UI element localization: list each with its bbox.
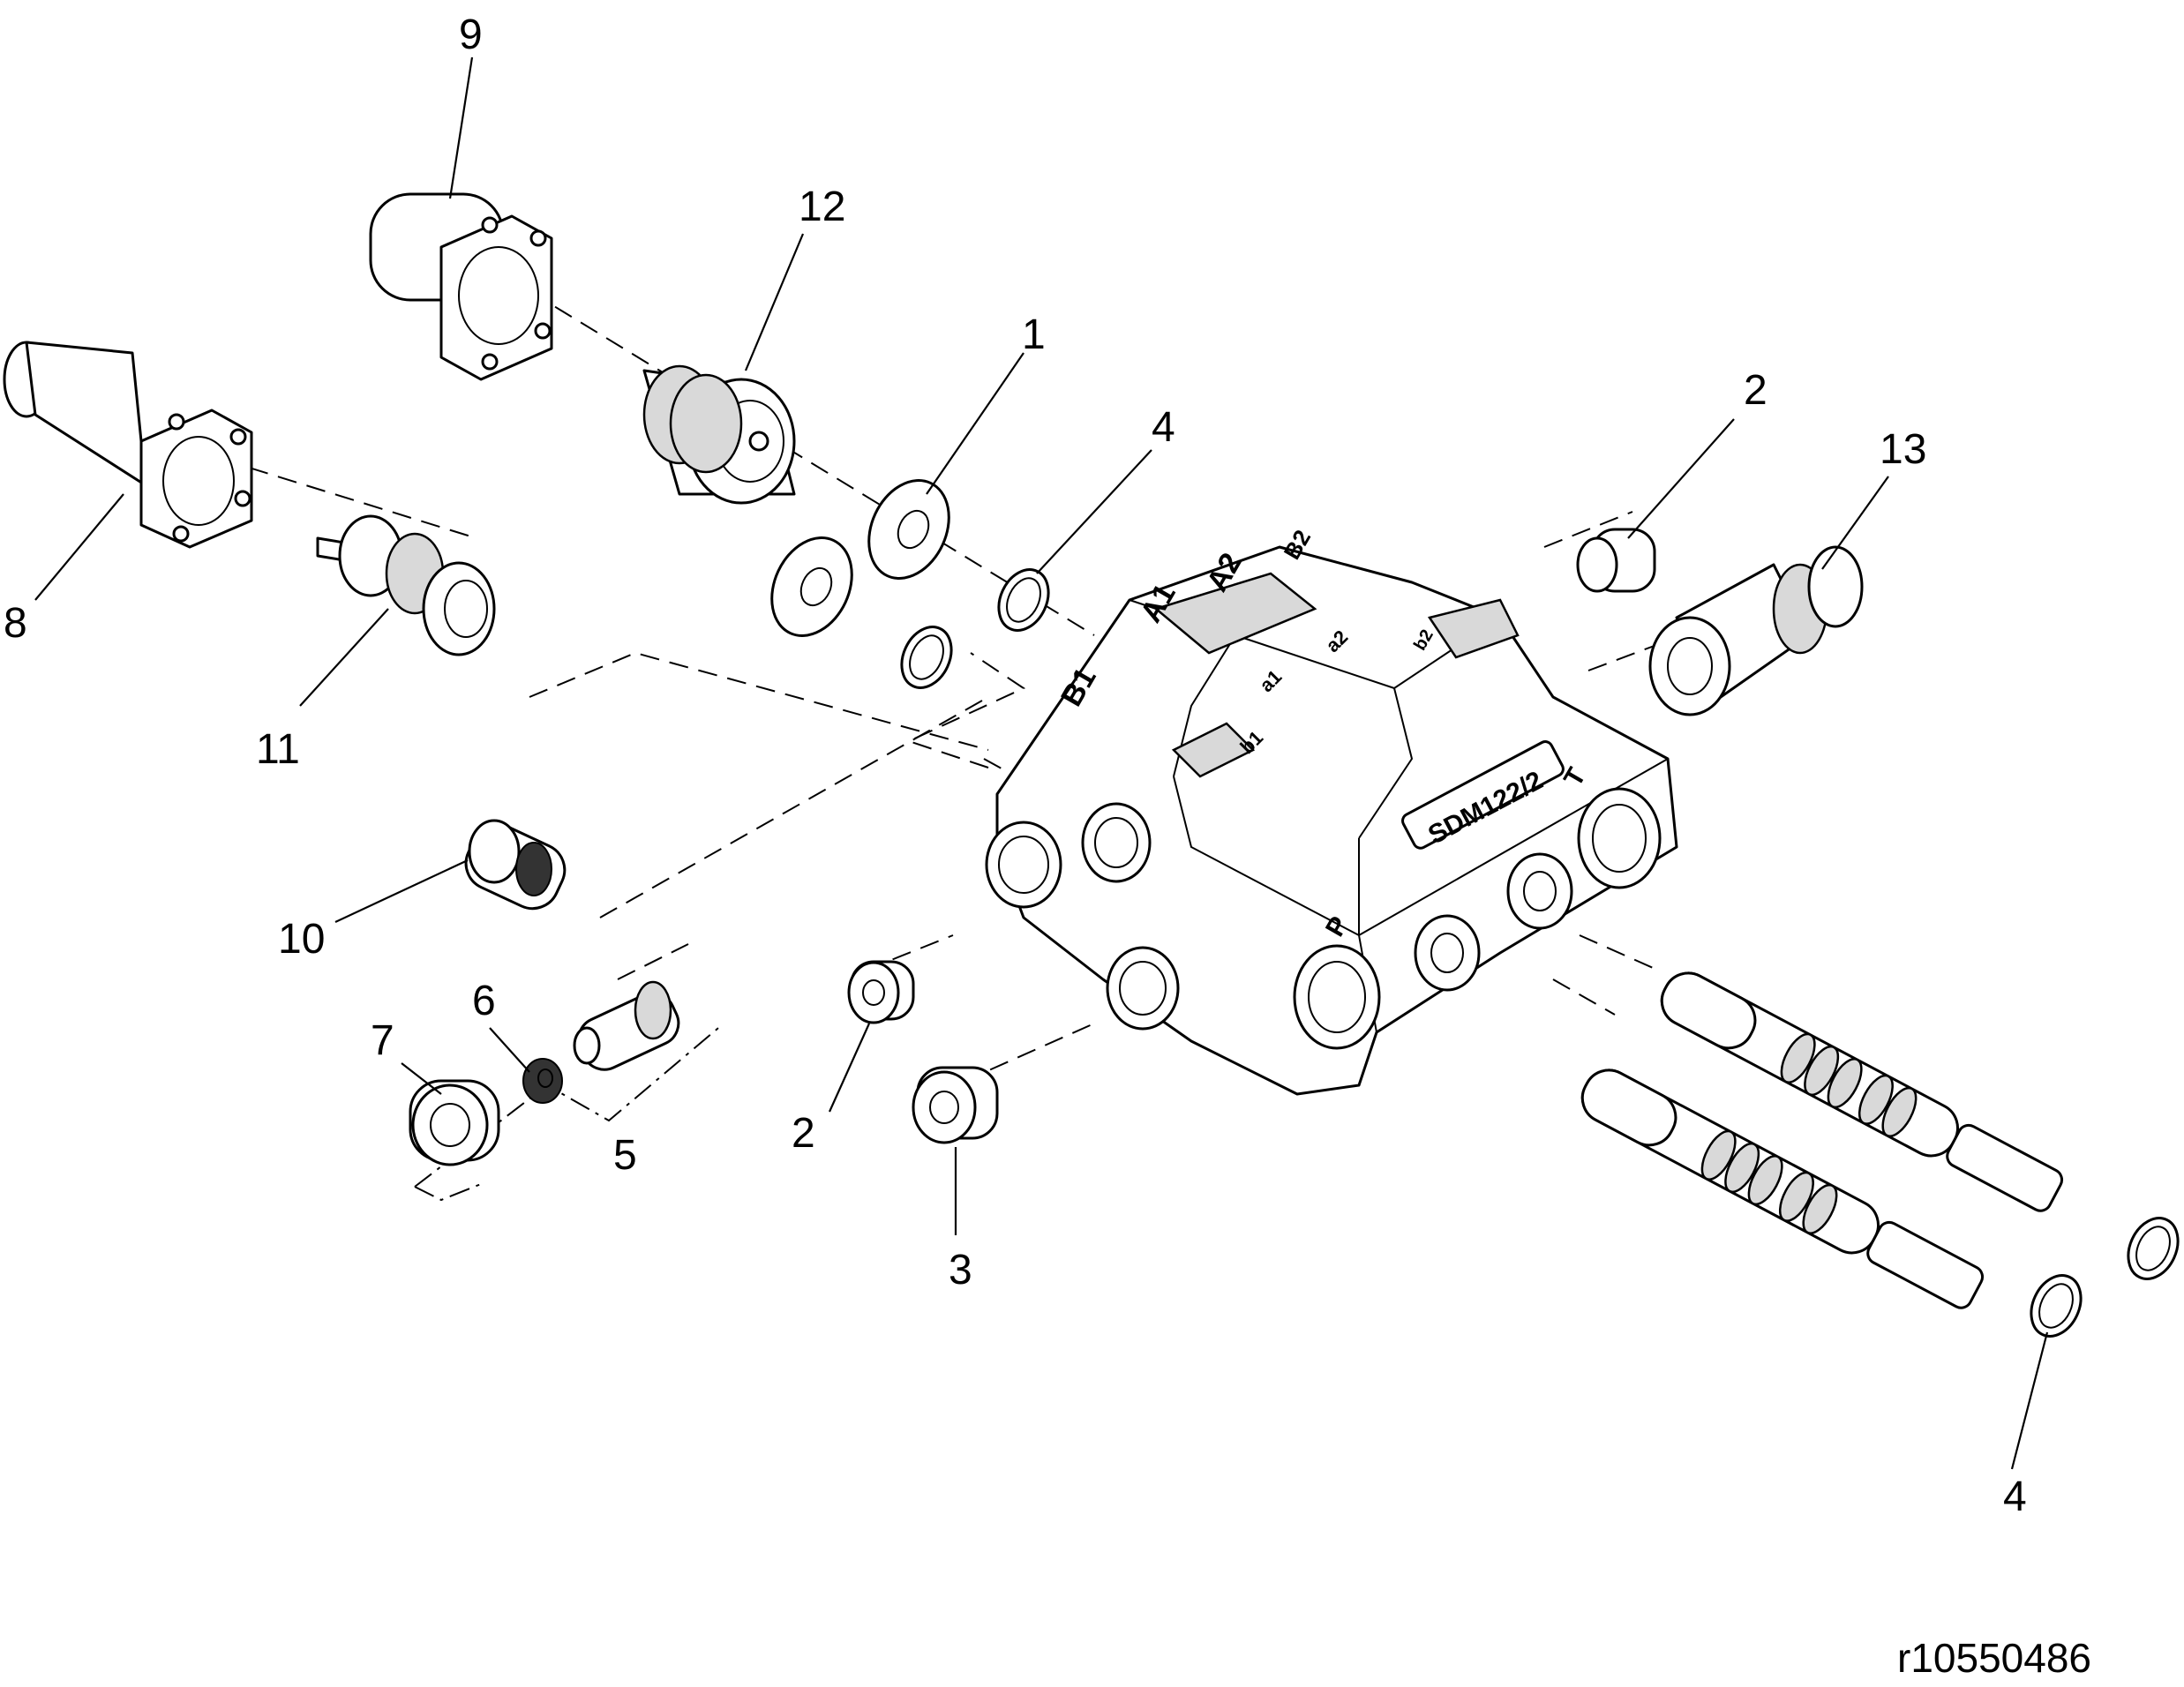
part-9-solenoid-housing	[369, 192, 553, 381]
reference-code: r10550486	[1897, 1635, 2091, 1681]
part-5-cartridge	[573, 980, 680, 1071]
callout-12: 12	[799, 184, 845, 230]
callout-6: 6	[472, 978, 496, 1024]
callout-2-lower: 2	[792, 1110, 815, 1157]
part-1-washers	[770, 479, 950, 637]
callout-numbers: 9 12 1 4 2 13 8 11 10 6 7 5 2 3 4	[4, 11, 2027, 1520]
callout-9: 9	[459, 11, 483, 58]
part-11-piston	[316, 514, 496, 656]
callout-4-upper: 4	[1152, 404, 1175, 451]
part-4-o-rings	[900, 568, 2180, 1338]
callout-7: 7	[371, 1017, 394, 1064]
callout-2-upper: 2	[1744, 367, 1767, 414]
callout-1: 1	[1022, 311, 1046, 358]
callout-8: 8	[4, 600, 27, 647]
part-12-spring-assembly	[642, 364, 796, 505]
part-8-solenoid-connector	[3, 341, 253, 549]
part-2-plugs	[847, 528, 1656, 1024]
part-6-spring	[522, 1058, 563, 1104]
part-10-relief-valve	[464, 819, 567, 911]
part-3-plug	[912, 1066, 999, 1144]
callout-5: 5	[613, 1132, 637, 1179]
callout-4-lower: 4	[2003, 1473, 2027, 1520]
callout-3: 3	[949, 1247, 972, 1293]
valve-body	[985, 545, 1678, 1096]
callout-13: 13	[1880, 426, 1926, 473]
part-13-fitting	[1648, 545, 1864, 716]
callout-11: 11	[256, 726, 300, 773]
spools	[1580, 971, 2064, 1309]
leader-lines	[34, 56, 2049, 1470]
callout-10: 10	[278, 916, 325, 963]
part-7-cap-nut	[409, 1079, 500, 1166]
